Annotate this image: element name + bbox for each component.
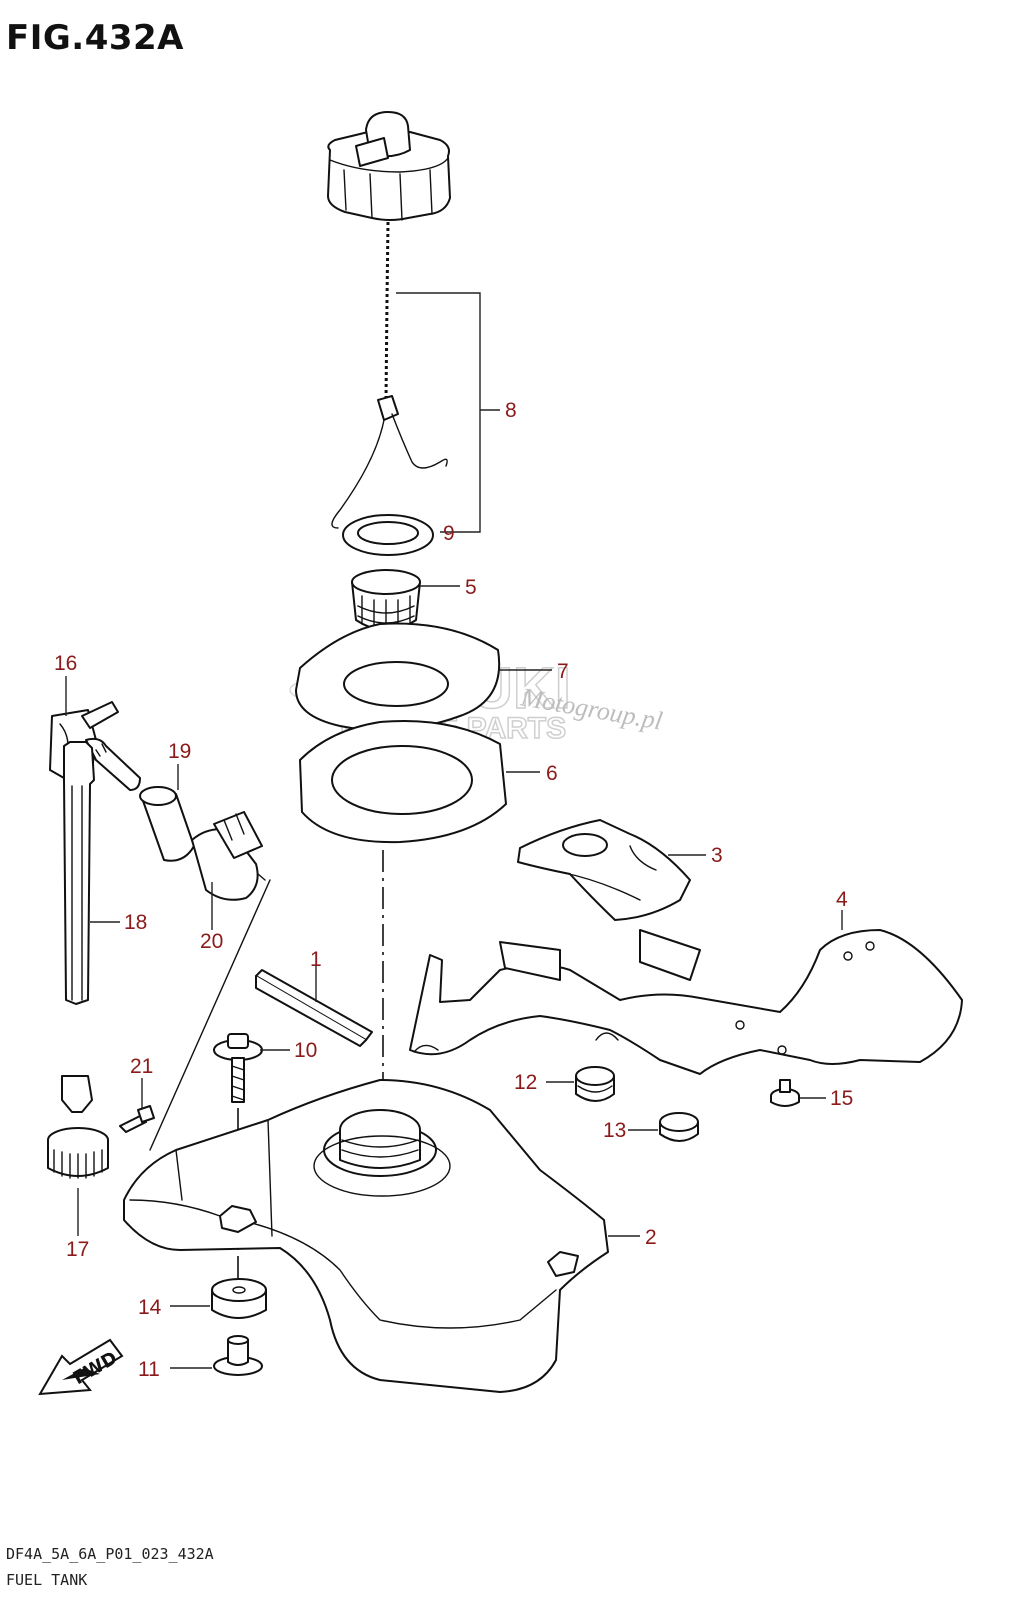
callout-11: 11 bbox=[138, 1358, 160, 1381]
callout-18: 18 bbox=[124, 911, 147, 934]
callout-10: 10 bbox=[294, 1039, 317, 1062]
cap-chain bbox=[331, 221, 448, 529]
figure-code: DF4A_5A_6A_P01_023_432A bbox=[6, 1545, 214, 1563]
gasket-ring bbox=[342, 514, 434, 556]
lower-gasket bbox=[299, 719, 507, 844]
grommet-14 bbox=[211, 1278, 267, 1319]
callout-21: 21 bbox=[130, 1055, 153, 1078]
filler-strainer bbox=[351, 569, 421, 633]
callout-2: 2 bbox=[645, 1226, 657, 1249]
grommet-12 bbox=[575, 1066, 615, 1102]
fwd-arrow: FWD bbox=[38, 1338, 124, 1396]
sealing-strip bbox=[255, 969, 373, 1047]
figure-name: FUEL TANK bbox=[6, 1571, 88, 1589]
figure-title: FIG.432A bbox=[6, 18, 184, 58]
callout-14: 14 bbox=[138, 1296, 162, 1319]
callout-12: 12 bbox=[514, 1071, 537, 1094]
fuel-hose bbox=[139, 786, 195, 862]
callout-3: 3 bbox=[711, 844, 723, 867]
small-screw bbox=[119, 1105, 155, 1133]
shield-plate bbox=[517, 819, 691, 921]
level-tube bbox=[61, 741, 95, 1113]
locking-ring bbox=[47, 1127, 109, 1179]
tank-bracket bbox=[409, 929, 963, 1075]
fuel-filter bbox=[191, 811, 263, 901]
fuel-tank bbox=[123, 873, 609, 1393]
callout-5: 5 bbox=[465, 576, 477, 599]
fuel-cap bbox=[327, 111, 451, 221]
callout-16: 16 bbox=[54, 652, 77, 675]
callout-15: 15 bbox=[830, 1087, 853, 1110]
callout-7: 7 bbox=[557, 660, 569, 683]
callout-17: 17 bbox=[66, 1238, 89, 1261]
callout-19: 19 bbox=[168, 740, 191, 763]
collar-11 bbox=[213, 1335, 263, 1376]
callout-13: 13 bbox=[603, 1119, 626, 1142]
callout-4: 4 bbox=[836, 888, 848, 911]
callout-1: 1 bbox=[310, 948, 322, 971]
callout-6: 6 bbox=[546, 762, 558, 785]
callout-9: 9 bbox=[443, 522, 455, 545]
upper-gasket-plate bbox=[295, 622, 501, 732]
callout-8: 8 bbox=[505, 399, 517, 422]
callout-20: 20 bbox=[200, 930, 223, 953]
nut-15 bbox=[770, 1079, 800, 1107]
leader-lines bbox=[65, 292, 843, 1369]
callout-labels: 1 2 3 4 5 6 7 8 9 10 11 12 13 14 15 16 1… bbox=[54, 399, 853, 1381]
grommet-13 bbox=[659, 1112, 699, 1142]
